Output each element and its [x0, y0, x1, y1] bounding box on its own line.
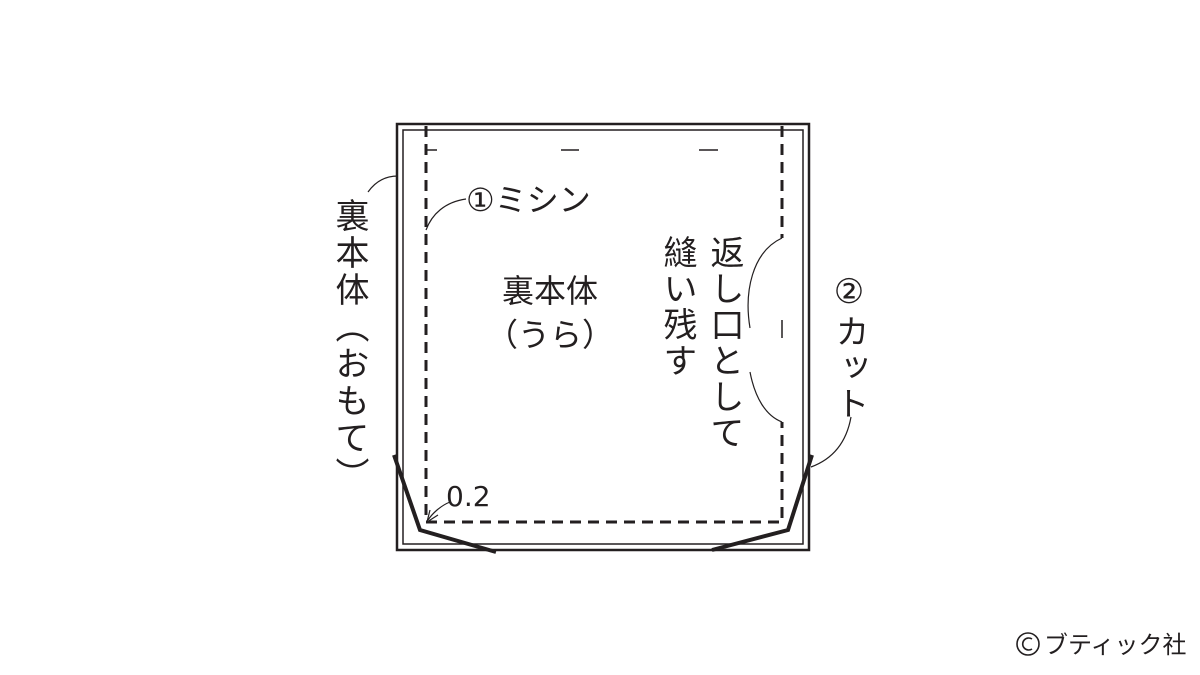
step1-label: ①ミシン	[466, 181, 591, 219]
copyright-icon	[1021, 637, 1033, 651]
leader-step2	[810, 416, 852, 468]
inner-title-line1: 裏本体	[502, 272, 598, 310]
corner-cut-right	[711, 454, 814, 552]
leader-seam-allowance	[427, 501, 451, 521]
opening-bracket	[749, 371, 783, 423]
step2-label: ②カット	[829, 272, 869, 422]
fabric-outer-edge	[395, 122, 811, 552]
stitch-line-main	[424, 126, 784, 524]
seam-allowance-value: 0.2	[446, 480, 491, 513]
copyright-mark: ブティック社	[1016, 631, 1187, 659]
corner-cut-left	[392, 454, 497, 554]
turn-opening-line1: 返し口として	[704, 235, 744, 451]
copyright-text: ブティック社	[1044, 631, 1187, 659]
inner-title-line2: （うら）	[486, 316, 614, 354]
leader-outer-face	[367, 175, 399, 193]
outer-face-label: 裏本体（おもて）	[329, 198, 369, 494]
copyright-icon	[1016, 632, 1040, 656]
fabric-inner-edge	[402, 129, 804, 545]
turn-opening-line2: 縫い残す	[657, 235, 697, 379]
opening-bracket	[747, 237, 783, 329]
leader-step1	[425, 198, 467, 231]
arrowhead-icon	[426, 509, 439, 523]
